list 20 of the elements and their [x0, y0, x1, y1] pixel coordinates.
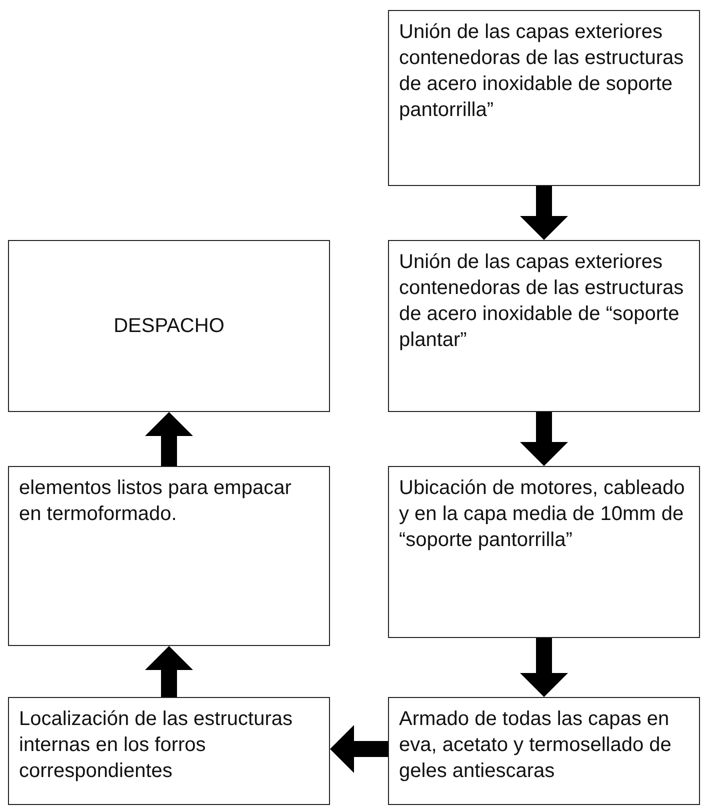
step-text: DESPACHO	[114, 314, 224, 339]
step-text: Armado de todas las capas en eva, acetato y termosellado de geles antiescaras	[399, 707, 672, 784]
block-arrow	[520, 186, 568, 240]
step-text: elementos listos para empacar en termoformado.	[19, 476, 292, 527]
block-arrow	[520, 412, 568, 466]
process-box	[388, 10, 700, 186]
process-box	[8, 240, 330, 412]
block-arrow	[145, 646, 193, 697]
step-text: Ubicación de motores, cableado y en la capa media de 10mm de “soporte pantorrilla”	[399, 476, 686, 553]
process-box	[388, 697, 700, 805]
step-text: Localización de las estructuras internas en los forros correspondientes	[19, 707, 294, 784]
step-text: Unión de las capas exteriores contenedoras de las estructuras de acero inoxidable de “soporte plantar”	[399, 250, 685, 353]
process-box	[388, 466, 700, 638]
step-text: Unión de las capas exteriores contenedoras de las estructuras de acero inoxidable de soporte pantorrilla”	[399, 20, 685, 123]
block-arrow	[330, 725, 388, 773]
process-box	[8, 466, 330, 646]
process-box	[8, 697, 330, 805]
process-box	[388, 240, 700, 412]
block-arrow	[520, 638, 568, 697]
block-arrow	[145, 412, 193, 466]
